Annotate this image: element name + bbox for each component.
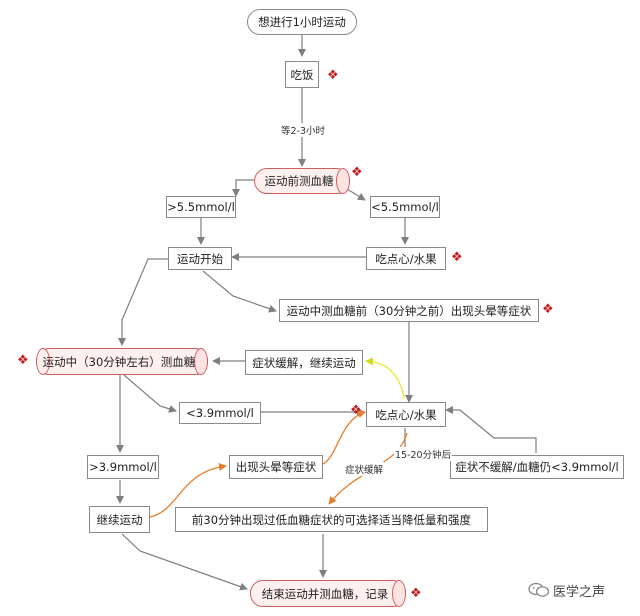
edge-measure-lt39: [123, 374, 177, 413]
edge-start-measureduring: [118, 258, 168, 346]
node-during-symptom-label: 运动中测血糖前（30分钟之前）出现头晕等症状: [286, 303, 532, 318]
node-dizzy-label: 出现头晕等症状: [235, 460, 317, 474]
node-lt55: <5.5mmol/l: [370, 196, 440, 218]
marker-measure-before: ❖: [351, 165, 363, 180]
node-gt55-label: >5.5mmol/l: [167, 200, 235, 214]
node-measure-before: 运动前测血糖: [254, 168, 350, 194]
edge-continue-dizzy: [149, 462, 227, 518]
edge-notrelieved-snack: [445, 406, 537, 453]
node-start: 想进行1小时运动: [247, 9, 357, 35]
edge-label-wait: 等2-3小时: [280, 123, 327, 137]
node-end: 结束运动并测血糖，记录: [250, 580, 406, 607]
edge-measure-gt55: [232, 179, 254, 197]
edge-snack-relieved: [365, 357, 405, 399]
wechat-icon: [528, 582, 550, 597]
node-measure-during-label: 运动中（30分钟左右）测血糖: [42, 354, 196, 369]
node-gt55: >5.5mmol/l: [166, 196, 236, 218]
edge-continue-end: [121, 533, 248, 591]
node-start-exercise: 运动开始: [168, 247, 232, 270]
node-eat: 吃饭: [285, 61, 319, 88]
node-during-symptom: 运动中测血糖前（30分钟之前）出现头晕等症状: [279, 299, 539, 322]
marker-snack-mid: ❖: [350, 403, 362, 418]
node-eat-label: 吃饭: [290, 67, 314, 82]
marker-measure-during: ❖: [17, 353, 29, 368]
node-snack-mid-label: 吃点心/水果: [375, 407, 437, 422]
node-end-label: 结束运动并测血糖，记录: [261, 586, 389, 601]
node-measure-during: 运动中（30分钟左右）测血糖: [36, 348, 208, 375]
node-lt39: <3.9mmol/l: [179, 402, 261, 424]
edge-start-symptom: [202, 270, 277, 313]
node-lt55-label: <5.5mmol/l: [371, 200, 439, 214]
edge-measure-lt55: [346, 188, 366, 201]
node-snack-top-label: 吃点心/水果: [375, 251, 437, 266]
node-continue-exercise: 继续运动: [89, 506, 150, 533]
node-gt39: >3.9mmol/l: [87, 455, 159, 479]
node-lt39-label: <3.9mmol/l: [186, 406, 254, 420]
edge-label-after: 15-20分钟后: [394, 447, 453, 461]
node-relieved-continue-label: 症状缓解，继续运动: [252, 355, 356, 370]
node-relieved-continue: 症状缓解，继续运动: [245, 350, 363, 375]
node-not-relieved-label: 症状不缓解/血糖仍<3.9mmol/l: [455, 460, 619, 474]
node-snack-top: 吃点心/水果: [366, 247, 446, 270]
node-measure-before-label: 运动前测血糖: [264, 174, 334, 188]
node-reduce-label: 前30分钟出现过低血糖症状的可选择适当降低量和强度: [191, 512, 472, 527]
node-reduce: 前30分钟出现过低血糖症状的可选择适当降低量和强度: [175, 507, 488, 532]
node-snack-mid: 吃点心/水果: [366, 402, 446, 427]
node-not-relieved: 症状不缓解/血糖仍<3.9mmol/l: [450, 455, 624, 479]
marker-eat: ❖: [327, 68, 339, 83]
edge-dizzy-snack: [322, 410, 366, 465]
watermark-text: 医学之声: [553, 585, 606, 600]
node-start-exercise-label: 运动开始: [177, 251, 223, 266]
node-gt39-label: >3.9mmol/l: [89, 460, 157, 474]
marker-snack-top: ❖: [451, 250, 463, 265]
node-start-label: 想进行1小时运动: [258, 15, 346, 29]
edge-label-relieved: 症状缓解: [344, 462, 385, 476]
marker-end: ❖: [410, 586, 422, 601]
marker-during-symptom: ❖: [542, 302, 554, 317]
node-dizzy: 出现头晕等症状: [229, 455, 323, 479]
node-continue-exercise-label: 继续运动: [96, 512, 143, 527]
